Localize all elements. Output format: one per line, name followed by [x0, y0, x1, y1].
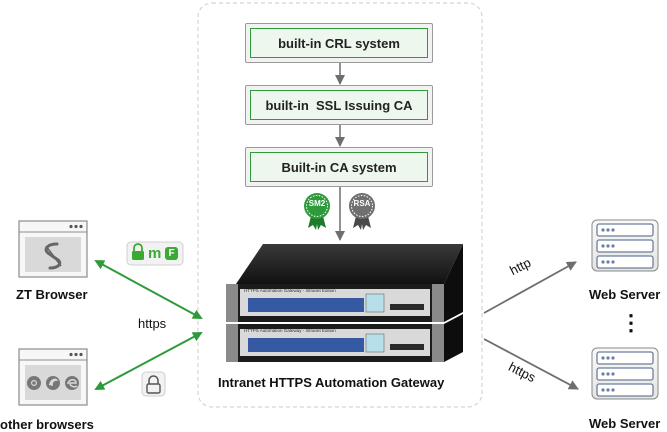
chrome-icon	[27, 376, 41, 390]
web-server-bottom-label: Web Server	[589, 416, 661, 431]
zt-browser-label: ZT Browser	[16, 287, 88, 302]
zt-marks	[126, 241, 184, 266]
crl-system-box: built-in CRL system	[245, 23, 433, 63]
ca-container-outline	[197, 2, 483, 408]
http-link	[483, 261, 577, 314]
sm2-badge	[304, 193, 330, 230]
padlock-gray-icon	[141, 371, 166, 397]
zt-mark-m: m	[148, 245, 162, 262]
zt-https-link	[94, 260, 203, 319]
https-label-left: https	[138, 316, 167, 331]
gateway-appliance	[226, 244, 463, 362]
zt-mark-f: F	[168, 248, 175, 259]
rsa-badge	[349, 193, 375, 230]
firefox-icon	[46, 376, 60, 390]
gateway-plate-text-top: HTTPS Automation Gateway - Intranet Edit…	[244, 288, 336, 293]
padlock-green-icon	[132, 243, 144, 260]
servers-ellipsis: ⋮	[620, 310, 642, 335]
zt-browser-window	[18, 220, 88, 278]
edge-icon	[65, 376, 79, 390]
other-browsers-label: other browsers	[0, 417, 94, 432]
ssl-issuing-ca-label: built-in SSL Issuing CA	[250, 90, 428, 120]
web-server-top	[591, 219, 659, 272]
rsa-badge-text: RSA	[353, 199, 371, 208]
other-browsers-window	[18, 348, 88, 406]
gateway-label: Intranet HTTPS Automation Gateway	[218, 375, 445, 390]
crl-system-label: built-in CRL system	[250, 28, 428, 58]
root-ca-box: Built-in CA system	[245, 147, 433, 187]
web-server-bottom	[591, 347, 659, 400]
web-server-top-label: Web Server	[589, 287, 661, 302]
https-link	[483, 338, 579, 390]
sm2-badge-text: SM2	[308, 199, 326, 208]
other-https-link	[94, 332, 203, 390]
gateway-plate-text-bottom: HTTPS Automation Gateway - Intranet Edit…	[244, 328, 336, 333]
ssl-issuing-ca-box: built-in SSL Issuing CA	[245, 85, 433, 125]
root-ca-label: Built-in CA system	[250, 152, 428, 182]
zt-browser-logo-icon	[44, 242, 62, 270]
